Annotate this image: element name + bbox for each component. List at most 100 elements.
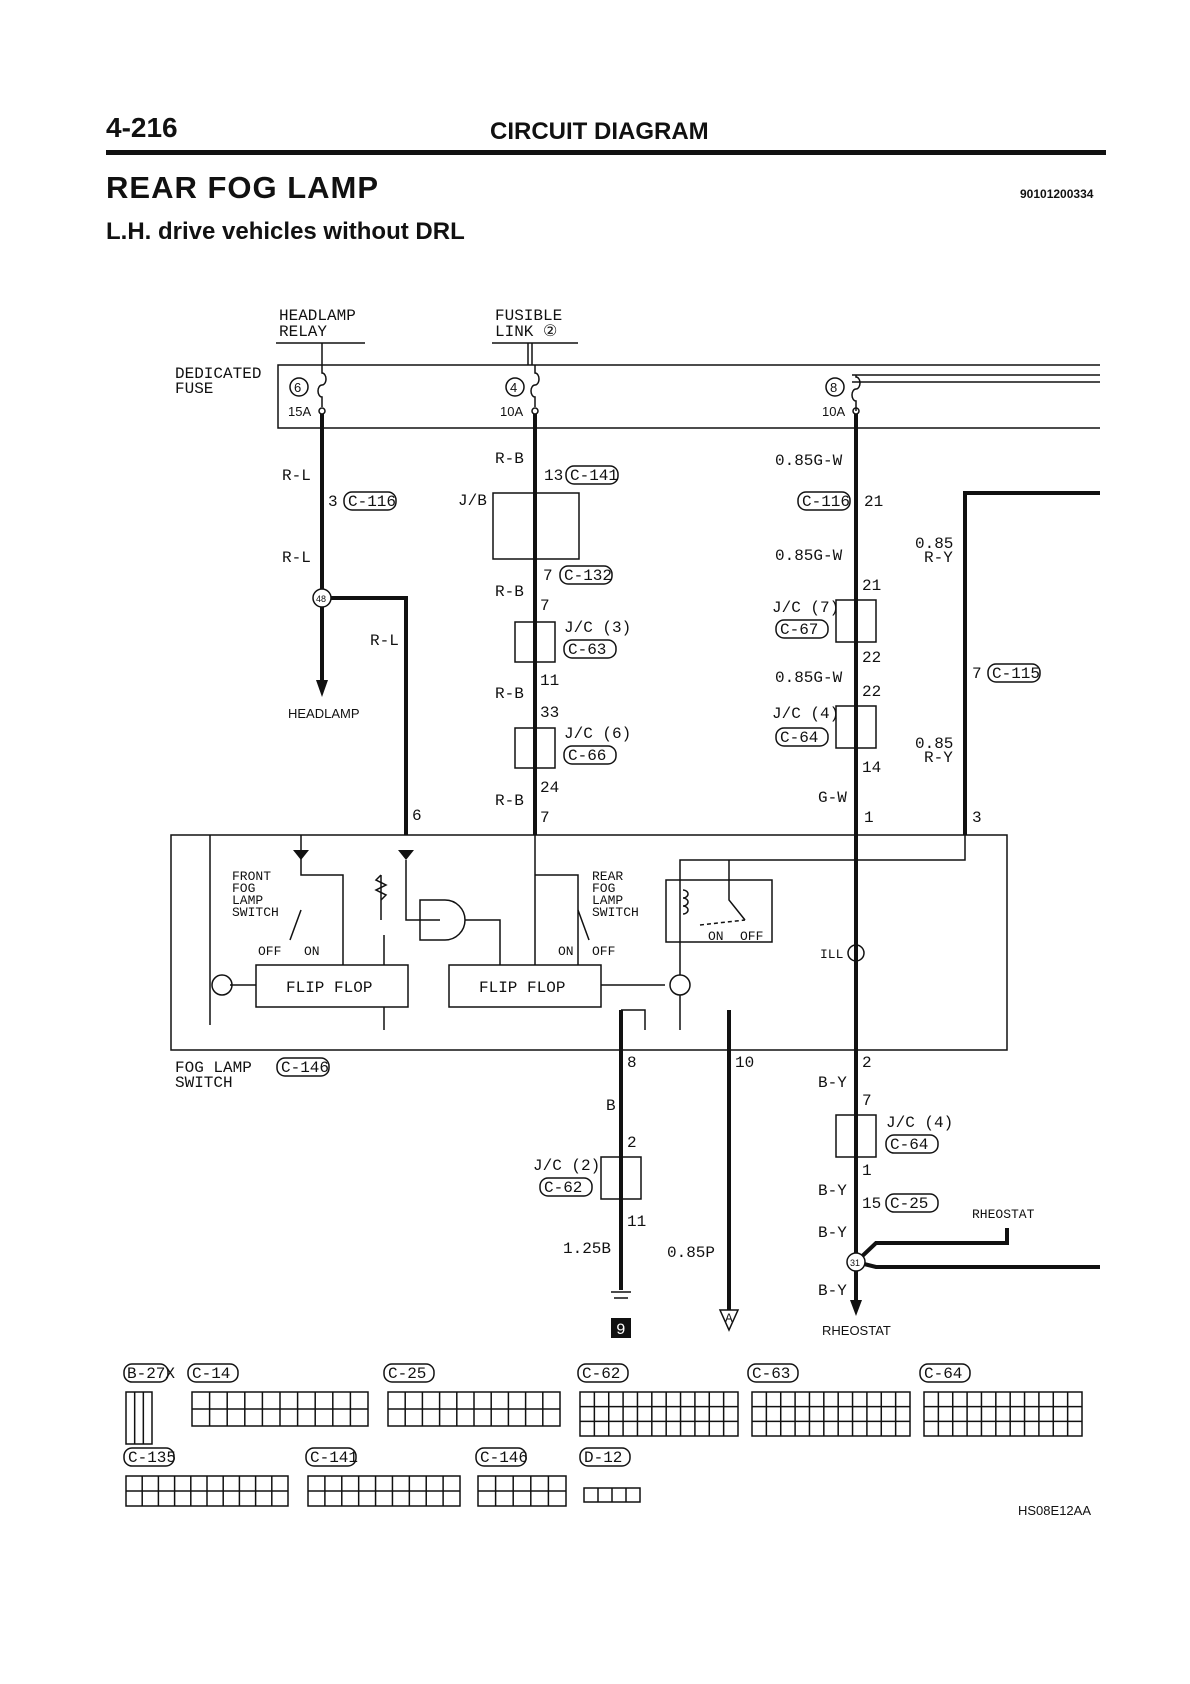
svg-text:6: 6 — [294, 380, 301, 395]
pin-grid-3 — [579, 1391, 739, 1437]
c116-label-right: C-116 — [802, 493, 850, 511]
ground-point-9 — [611, 1318, 631, 1338]
pin-1b: 1 — [862, 1162, 872, 1180]
c132-label: C-132 — [564, 567, 612, 585]
wire-label-rl-3: R-L — [370, 632, 399, 650]
relay-link — [699, 919, 746, 926]
wire-label-by-3: B-Y — [818, 1224, 847, 1242]
wire-label-by-2: B-Y — [818, 1182, 847, 1200]
jc6-label: J/C (6) — [564, 725, 631, 743]
c63-label: C-63 — [568, 641, 606, 659]
fusible-link-label-1: FUSIBLE — [495, 307, 562, 325]
svg-text:8: 8 — [830, 380, 837, 395]
rear-switch-feed — [535, 874, 579, 965]
junction-48 — [312, 588, 332, 608]
face-b27x-label: B-27X — [127, 1365, 175, 1383]
pin-21b: 21 — [862, 577, 881, 595]
front-switch-lever — [289, 909, 302, 941]
ground-out — [621, 1009, 646, 1030]
wire-rl-branch — [322, 596, 408, 835]
junction-31 — [846, 1252, 866, 1272]
rear-switch-label-4: SWITCH — [592, 905, 639, 920]
dedicated-fuse-box — [277, 364, 1100, 429]
jc3-label: J/C (3) — [564, 619, 631, 637]
wire-label-gw-4: G-W — [818, 789, 847, 807]
relay-off-label: OFF — [740, 929, 763, 944]
pin-8: 8 — [627, 1054, 637, 1072]
headlamp-arrow — [316, 680, 328, 697]
front-on-label: ON — [304, 944, 320, 959]
header-rule — [106, 150, 1106, 155]
rear-switch-label-2: FOG — [592, 881, 615, 896]
pin-22b: 22 — [862, 683, 881, 701]
pin-21a: 21 — [864, 493, 883, 511]
gate-output — [465, 919, 501, 965]
pin-6: 6 — [412, 807, 422, 825]
c146-tag — [276, 1057, 330, 1077]
pin-15: 15 — [862, 1195, 881, 1213]
c146-label: C-146 — [281, 1059, 329, 1077]
relay-on-label: ON — [708, 929, 724, 944]
jc7-label: J/C (7) — [772, 599, 839, 617]
front-switch-label-2: FOG — [232, 881, 255, 896]
c116-tag-right — [797, 491, 851, 511]
rheostat-arrow — [850, 1300, 862, 1316]
connector-a-label: A — [725, 1311, 733, 1326]
face-c64-label: C-64 — [924, 1365, 962, 1383]
gate-input-a — [405, 860, 440, 921]
svg-text:15A: 15A — [288, 404, 311, 419]
pin-22a: 22 — [862, 649, 881, 667]
face-c146-label: C-146 — [480, 1449, 528, 1467]
pin-14: 14 — [862, 759, 881, 777]
relay-coil — [682, 889, 689, 915]
ill-label: ILL — [820, 947, 843, 962]
wire-label-rb-4: R-B — [495, 792, 524, 810]
pin-7d: 7 — [972, 665, 982, 683]
face-d12-label: D-12 — [584, 1449, 622, 1467]
junction-48-label: 48 — [316, 594, 326, 604]
jb-label: J/B — [458, 492, 487, 510]
front-off-label: OFF — [258, 944, 281, 959]
connector-faces: B-27X C-14 C-25 C-62 C-63 C-64 C-135 C-1… — [123, 1363, 1083, 1507]
svg-text:10A: 10A — [500, 404, 523, 419]
c67-tag — [775, 619, 829, 639]
rear-on-label: ON — [558, 944, 574, 959]
wire-label-gw-1: 0.85G-W — [775, 452, 843, 470]
wire-label-rl-1: R-L — [282, 467, 311, 485]
relay-feed — [679, 835, 966, 975]
wire-label-by-4: B-Y — [818, 1282, 847, 1300]
wire-label-rl-2: R-L — [282, 549, 311, 567]
section-title: CIRCUIT DIAGRAM — [490, 118, 709, 145]
c25-tag — [885, 1193, 939, 1213]
resistor — [374, 874, 388, 901]
svg-text:4: 4 — [510, 380, 517, 395]
wire-label-rb-2: R-B — [495, 583, 524, 601]
document-code: 90101200334 — [1020, 187, 1094, 201]
wire-rheostat-upper — [854, 1228, 1009, 1264]
face-c62-label: C-62 — [582, 1365, 620, 1383]
rear-switch-lever — [577, 909, 590, 941]
wire-label-085p: 0.85P — [667, 1244, 715, 1262]
pin-24: 24 — [540, 779, 559, 797]
junction-31-label: 31 — [850, 1258, 860, 1268]
headlamp-relay-label-1: HEADLAMP — [279, 307, 356, 325]
rheostat-label-lower: RHEOSTAT — [822, 1323, 891, 1338]
svg-text:10A: 10A — [822, 404, 845, 419]
flip-flop-1 — [255, 964, 409, 1008]
pin-grid-0 — [125, 1391, 153, 1445]
flip-flop-1-label: FLIP FLOP — [286, 979, 372, 997]
wire-label-rb-3: R-B — [495, 685, 524, 703]
diode-1 — [293, 850, 309, 860]
connector-a-triangle — [718, 1309, 740, 1332]
page-number: 4-216 — [106, 112, 178, 143]
fuse-6: 6 15A — [288, 365, 327, 419]
pin-7c: 7 — [540, 809, 550, 827]
wire-label-125b: 1.25B — [563, 1240, 611, 1258]
headlamp-label: HEADLAMP — [288, 706, 360, 721]
pin-1a: 1 — [864, 809, 874, 827]
pin-7a: 7 — [543, 567, 553, 585]
wire-label-by-1: B-Y — [818, 1074, 847, 1092]
c66-tag — [563, 745, 617, 765]
face-c25-label: C-25 — [388, 1365, 426, 1383]
